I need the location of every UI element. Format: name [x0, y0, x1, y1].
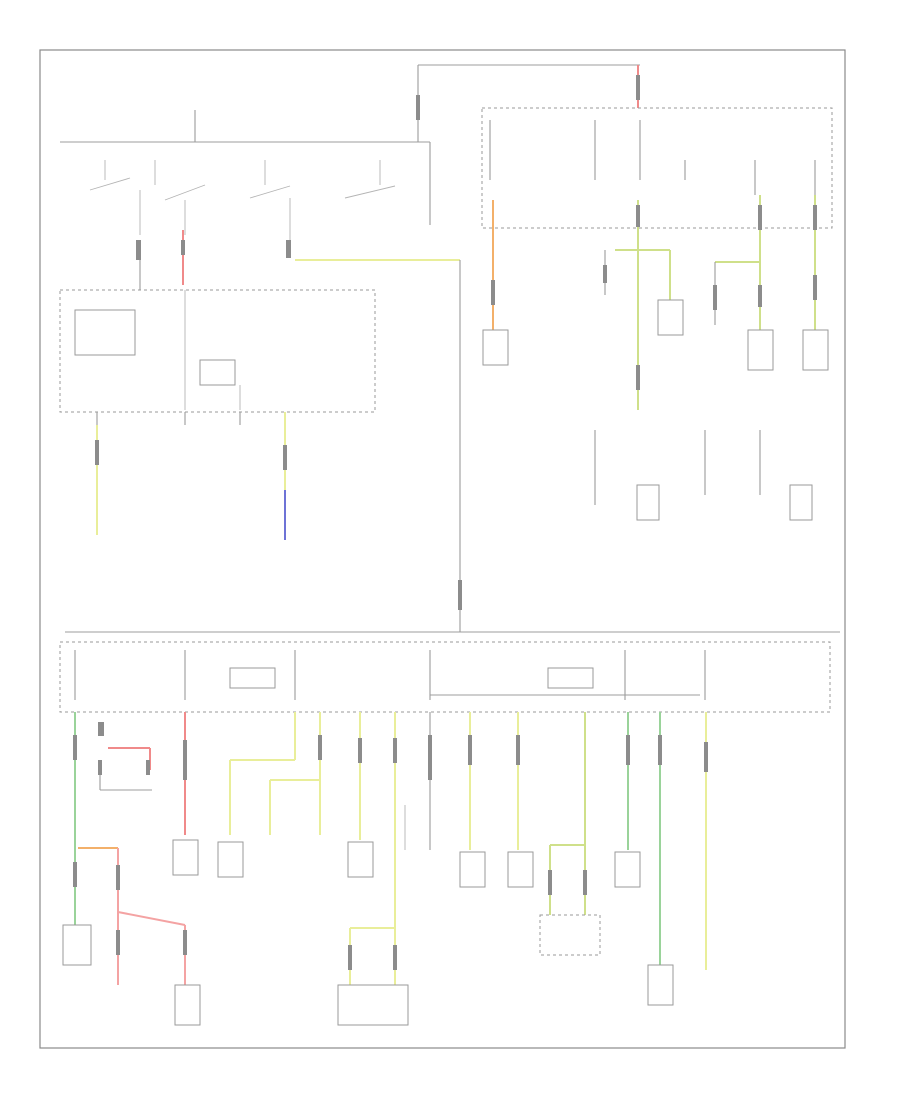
main-fuse-block — [59, 631, 840, 713]
diagram-frame — [39, 49, 846, 1049]
top-right-fuse-section — [481, 65, 833, 229]
relay-small — [98, 722, 152, 791]
connector-ign-1 — [136, 240, 141, 260]
switch-contact-4 — [344, 160, 396, 199]
switch-contact-1 — [89, 160, 141, 235]
bottom-circuits — [62, 712, 708, 1026]
component-box — [482, 329, 509, 366]
connector-ign-3 — [286, 240, 291, 258]
switch-contact-2 — [154, 160, 206, 235]
top-right-feeds — [482, 195, 829, 410]
fuse-block-left — [59, 289, 376, 413]
top-right-lower-components — [594, 430, 813, 521]
fuse-block-left-outputs — [95, 412, 287, 540]
switch-contact-3 — [249, 160, 291, 240]
ignition-switch-section — [60, 64, 640, 632]
